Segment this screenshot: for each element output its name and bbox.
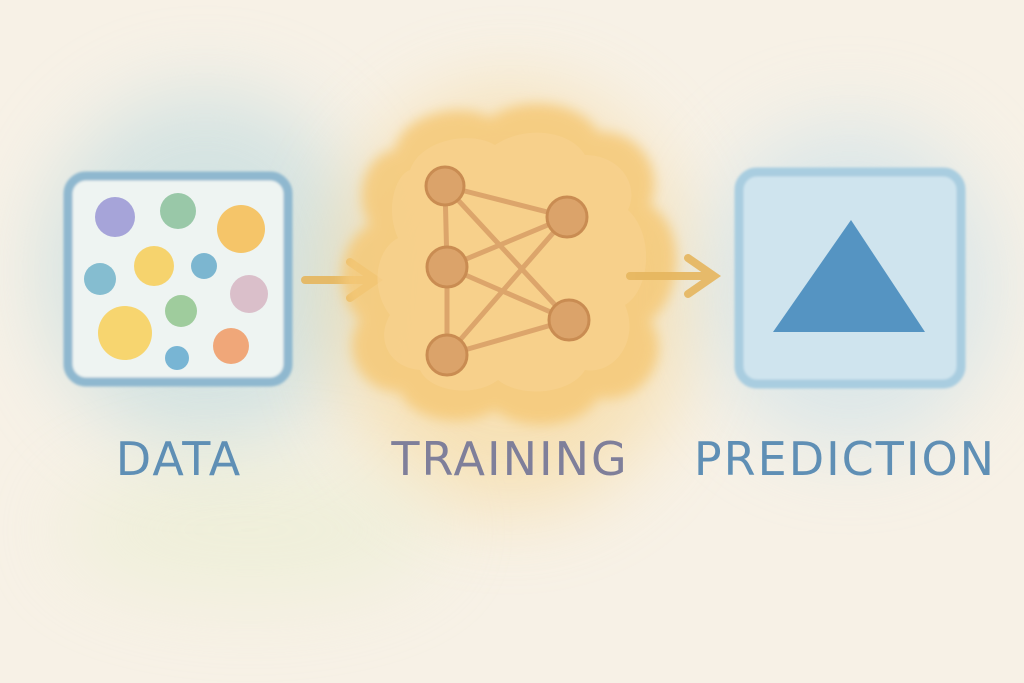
stage-label-data: DATA — [115, 432, 243, 486]
data-dot — [213, 328, 249, 364]
network-node — [425, 333, 469, 377]
network-node — [424, 165, 466, 207]
dots-grid-icon — [84, 193, 268, 370]
training-cloud — [341, 103, 677, 425]
data-box — [63, 171, 293, 387]
data-dot — [217, 205, 265, 253]
arrow-right-icon — [626, 254, 722, 298]
data-dot — [160, 193, 196, 229]
neural-network-icon — [424, 165, 591, 377]
data-dot — [98, 306, 152, 360]
data-dot — [84, 263, 116, 295]
data-dot — [165, 295, 197, 327]
data-dot — [191, 253, 217, 279]
data-dot — [230, 275, 268, 313]
network-node — [545, 195, 589, 239]
data-dot — [165, 346, 189, 370]
bottom-wash — [60, 460, 440, 600]
data-dot — [134, 246, 174, 286]
network-node — [425, 245, 469, 289]
triangle-icon — [773, 220, 925, 332]
prediction-box — [734, 167, 966, 389]
stage-label-training: TRAINING — [391, 432, 629, 486]
data-dot — [95, 197, 135, 237]
network-node — [547, 298, 591, 342]
stage-label-prediction: PREDICTION — [693, 432, 997, 486]
